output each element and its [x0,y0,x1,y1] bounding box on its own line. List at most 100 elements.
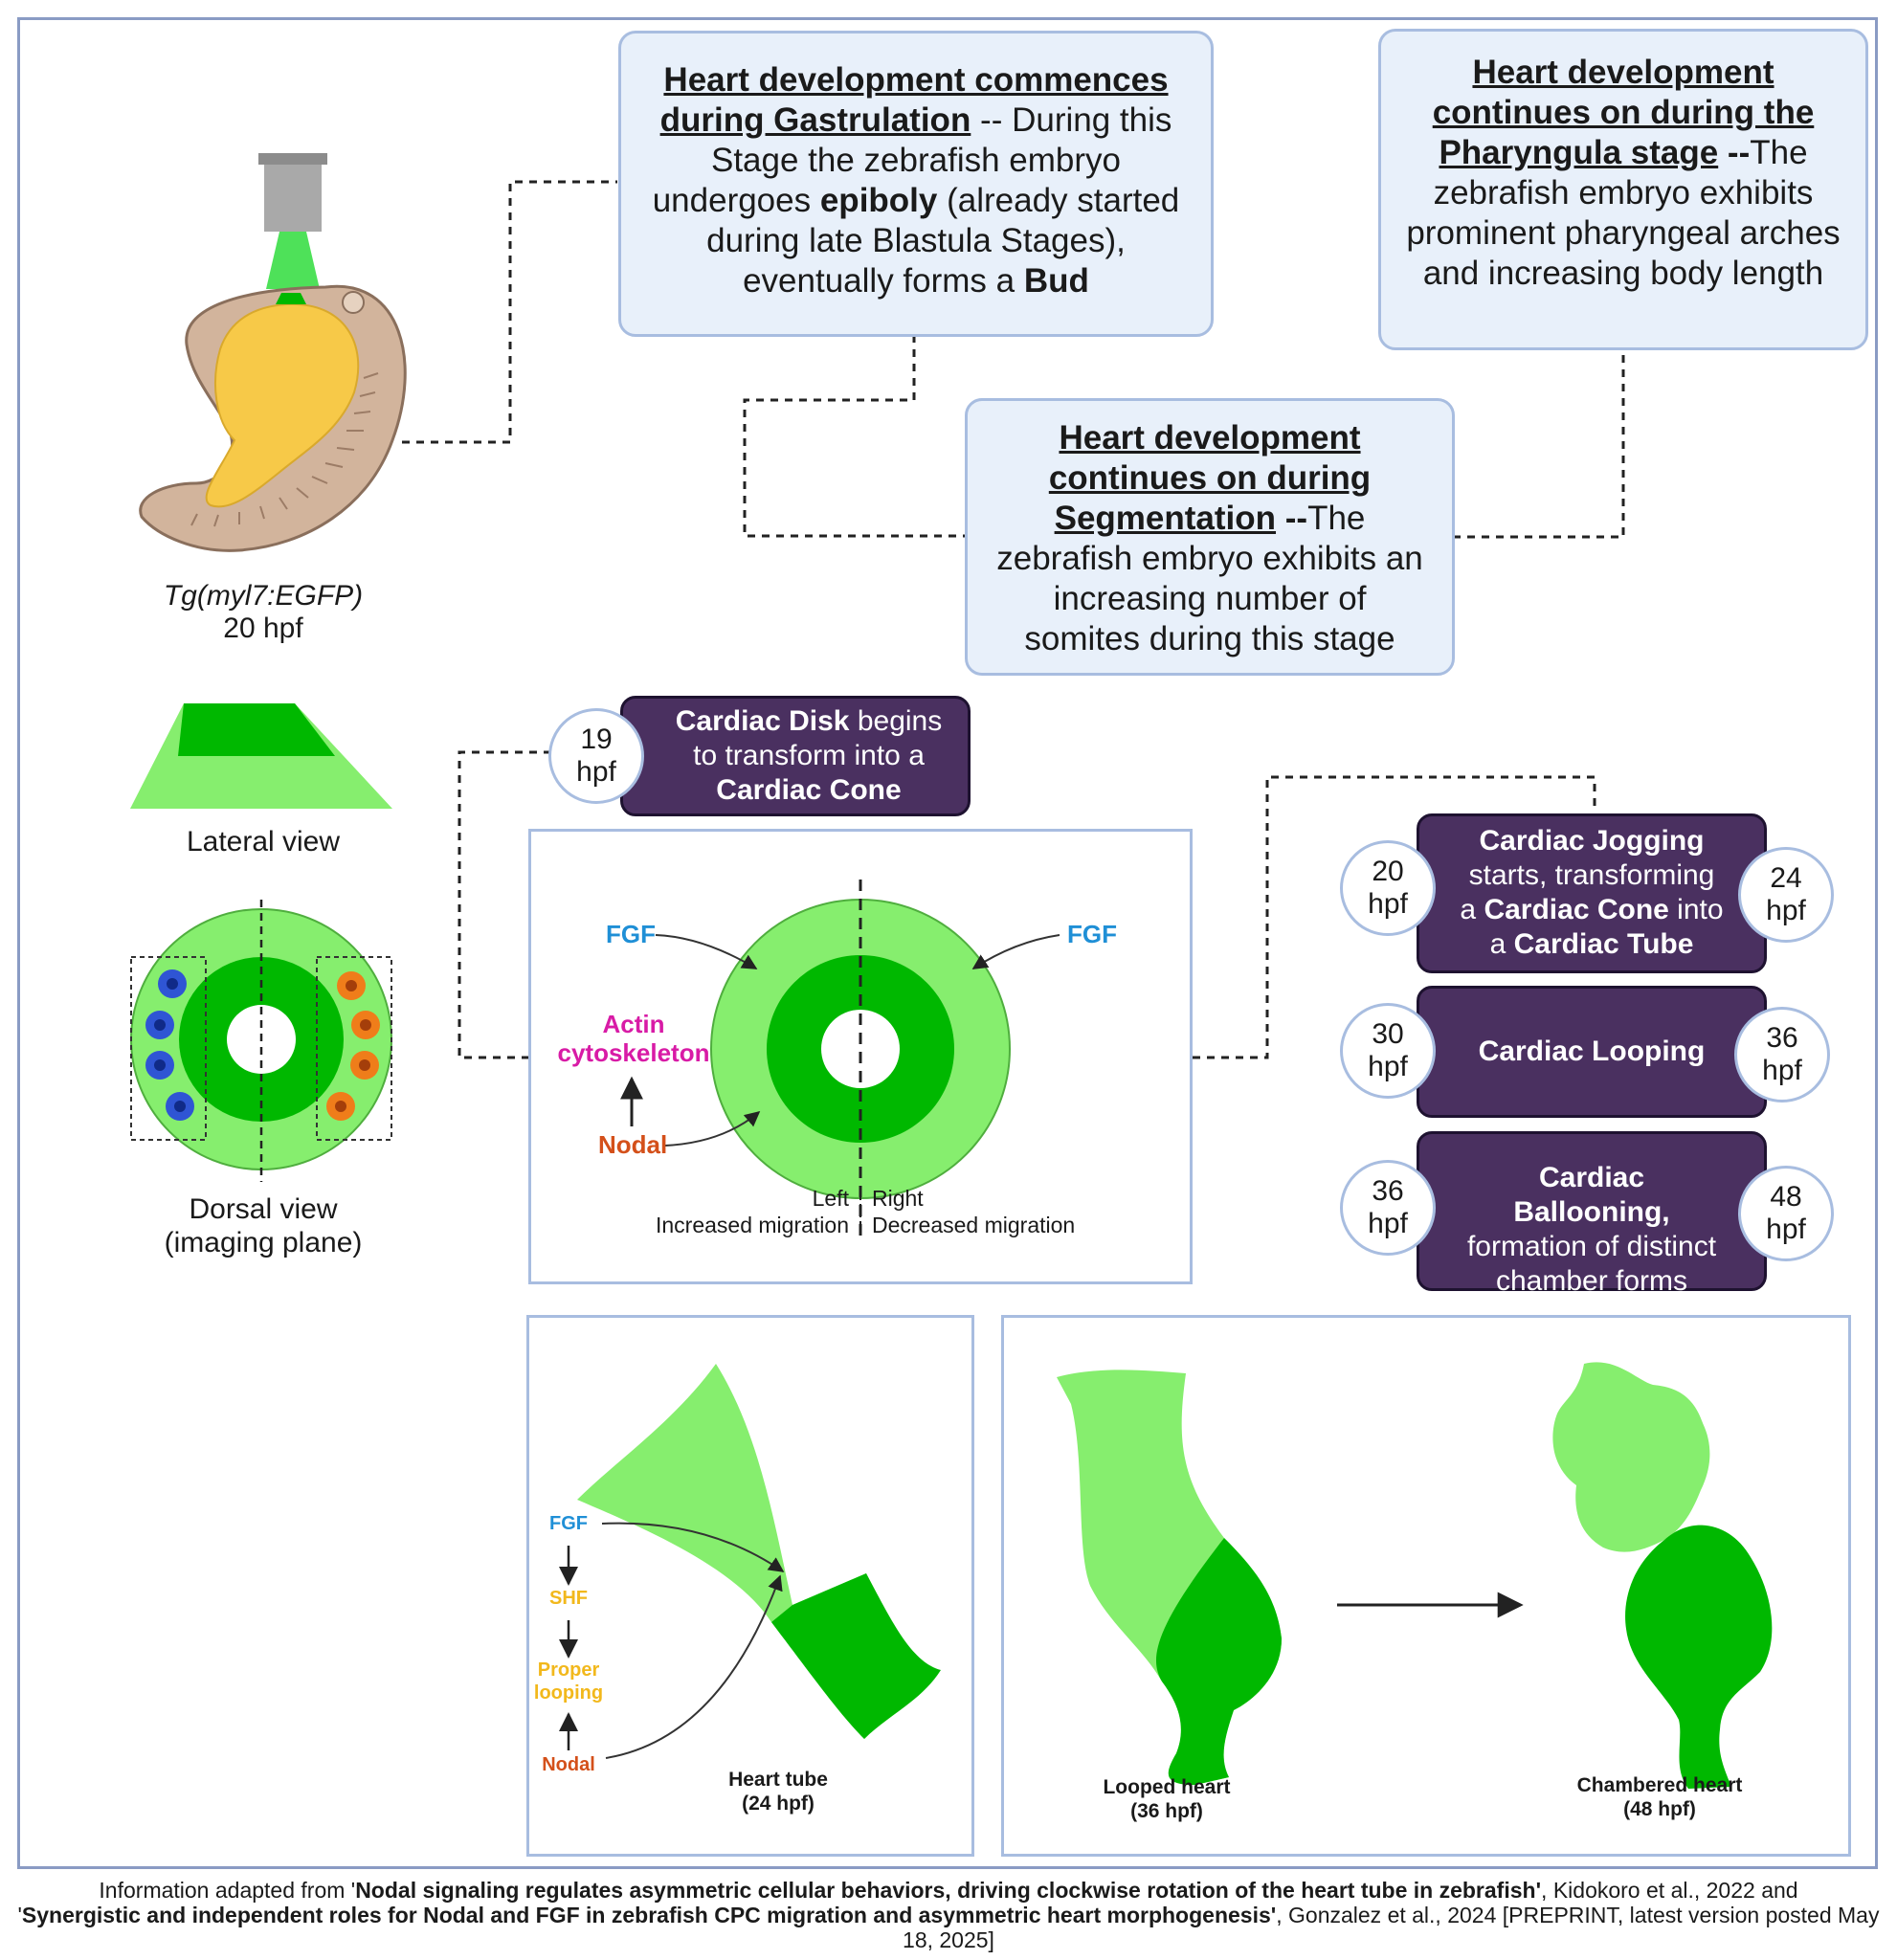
jogging-bold-1: Cardiac Jogging [1479,825,1705,857]
caption-ref-2: Synergistic and independent roles for No… [21,1903,1277,1927]
orange-cells [326,971,380,1121]
segmentation-box: Heart development continues on during Se… [965,398,1455,676]
embryo-illustration [139,153,407,552]
gastrulation-box: Heart development commences during Gastr… [618,31,1214,337]
gastrulation-text-2: (already started during late Blastula St… [706,182,1180,300]
heart-morphology-graphics [1057,1362,1773,1789]
stage-cardiac-jogging: Cardiac Jogging starts, transforming a C… [1417,813,1767,973]
gastrulation-text-1: -- During this Stage the zebrafish embry… [652,101,1172,219]
disk-fgf-right: FGF [1067,920,1117,948]
badge-36-start-unit: hpf [1368,1208,1408,1239]
caption-text-4: , Gonzalez et al., 2024 [PREPRINT, lates… [903,1903,1880,1952]
lateral-view-label: Lateral view [186,826,341,858]
badge-48-num: 48 [1770,1181,1802,1213]
looped-heart-line1: Looped heart [1103,1776,1231,1798]
caption-text-3: ' [17,1903,22,1927]
connector-embryo-gastrulation [402,180,617,444]
tube-nodal: Nodal [542,1754,595,1775]
disk-actin-line2: cytoskeleton [557,1038,710,1067]
badge-30-unit: hpf [1368,1051,1408,1082]
ballooning-text: formation of distinct chamber forms [1466,1231,1717,1297]
source-caption: Information adapted from 'Nodal signalin… [0,1878,1897,1952]
tube-label-line1: Heart tube [728,1769,828,1791]
connector-panel-stages [1193,775,1596,1059]
jogging-bold-2: Cardiac Cone [1484,894,1669,925]
dorsal-view-subtitle: (imaging plane) [164,1227,363,1258]
embryo-label: Tg(myl7:EGFP) 20 hpf [115,580,412,645]
pharyngula-title-2: continues on during the [1432,94,1815,131]
gastrulation-title-2: during Gastrulation [659,101,971,139]
embryo-age: 20 hpf [223,612,303,644]
heart-morphology-panel: Looped heart (36 hpf) Chambered heart (4… [1001,1315,1851,1857]
badge-36-end-num: 36 [1766,1022,1798,1054]
tube-label-line2: (24 hpf) [742,1793,815,1815]
embryo-eye [342,291,365,314]
embryo-heart-signal [276,293,306,304]
looped-heart-label: Looped heart (36 hpf) [1071,1775,1262,1823]
badge-36-start-num: 36 [1372,1175,1404,1207]
microscope-objective [264,153,322,232]
embryo-transgene: Tg(myl7:EGFP) [163,580,364,612]
jogging-bold-3: Cardiac Tube [1513,928,1694,960]
badge-19-num: 19 [580,724,613,755]
tube-looping: Proper looping [529,1659,608,1704]
cone-text: begins to transform into a [693,705,943,771]
chambered-heart-line2: (48 hpf) [1623,1798,1696,1820]
pharyngula-separator: -- [1718,134,1751,171]
connector-cone-panel [458,750,551,1059]
connector-segmentation-pharyngula [1453,350,1625,539]
badge-30-hpf: 30 hpf [1340,1003,1436,1099]
disk-left-label: Left [812,1186,849,1211]
badge-24-unit: hpf [1766,895,1806,926]
embryo-yolk [205,302,360,508]
outer-frame [17,17,1878,1869]
looping-bold: Cardiac Looping [1478,1036,1706,1067]
badge-36-hpf-start: 36 hpf [1340,1160,1436,1256]
badge-36-end-unit: hpf [1762,1055,1802,1086]
chambered-heart-line1: Chambered heart [1576,1774,1743,1796]
tube-label: Heart tube (24 hpf) [682,1768,874,1815]
chambered-heart-label: Chambered heart (48 hpf) [1559,1773,1760,1821]
segmentation-title-2: continues on during [1048,459,1372,497]
dorsal-view-label: Dorsal view (imaging plane) [105,1192,421,1259]
ballooning-bold: Cardiac Ballooning, [1513,1162,1670,1228]
pharyngula-text: The zebrafish embryo exhibits prominent … [1406,134,1841,292]
tube-shf: SHF [549,1588,588,1609]
cone-bold-cone: Cardiac Cone [716,774,902,806]
stage-cardiac-cone: Cardiac Disk begins to transform into a … [620,696,971,816]
cardiac-disk-panel: FGF FGF Actin cytoskeleton Nodal Left Ri… [528,829,1193,1284]
cardiac-disk-graphics [620,880,1060,1241]
dorsal-view-title: Dorsal view [189,1193,338,1225]
dorsal-view-shape [130,900,392,1182]
heart-tube-graphics [559,1364,941,1759]
cone-bold-disk: Cardiac Disk [675,705,850,737]
disk-right-label: Right [872,1186,924,1211]
pharyngula-box: Heart development continues on during th… [1378,29,1868,350]
badge-24-num: 24 [1770,862,1802,894]
tube-looping-line1: Proper [537,1659,600,1681]
stage-cardiac-looping: Cardiac Looping [1417,986,1767,1118]
disk-right-sub: Decreased migration [872,1213,1076,1237]
gastrulation-bold-epiboly: epiboly [819,182,938,219]
gastrulation-title-1: Heart development commences [663,61,1169,99]
stage-cardiac-ballooning: Cardiac Ballooning, formation of distinc… [1417,1131,1767,1297]
badge-20-unit: hpf [1368,888,1408,920]
heart-tube-panel: FGF SHF Proper looping Nodal Heart tube … [526,1315,974,1857]
segmentation-separator: -- [1276,500,1308,537]
tube-looping-line2: looping [533,1682,604,1704]
pharyngula-title-3: Pharyngula stage [1439,134,1719,171]
connector-gastrulation-segmentation [743,335,965,538]
gastrulation-bold-bud: Bud [1023,262,1089,300]
disk-fgf-left: FGF [606,920,656,948]
segmentation-title-3: Segmentation [1054,500,1277,537]
badge-48-hpf: 48 hpf [1738,1166,1834,1261]
badge-24-hpf: 24 hpf [1738,847,1834,943]
disk-actin-line1: Actin [602,1010,665,1038]
badge-19-hpf: 19 hpf [548,708,644,804]
segmentation-title-1: Heart development [1059,419,1361,457]
looped-heart-line2: (36 hpf) [1130,1800,1203,1822]
lateral-view-shape [130,703,392,809]
disk-left-sub: Increased migration [656,1213,849,1237]
badge-48-unit: hpf [1766,1214,1806,1245]
badge-20-hpf: 20 hpf [1340,840,1436,936]
